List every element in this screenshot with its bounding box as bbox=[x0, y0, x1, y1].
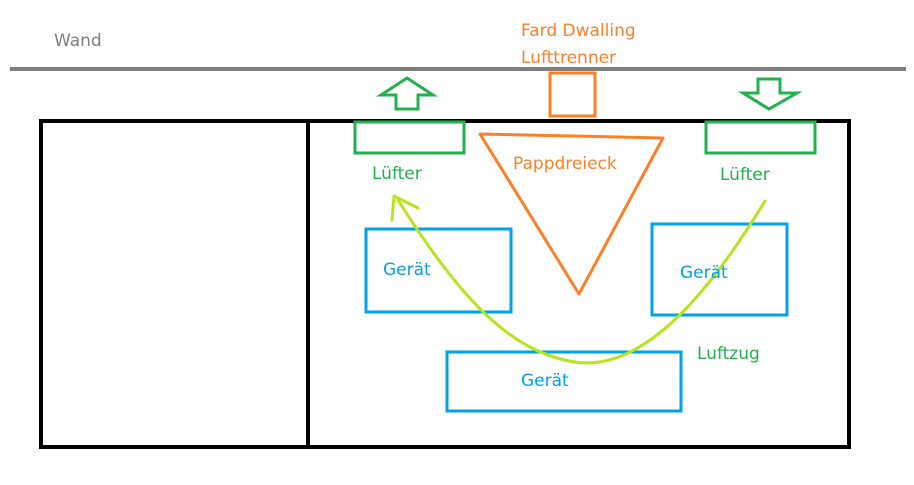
separator-label-line1: Fard Dwalling bbox=[521, 21, 636, 41]
device-label-right: Gerät bbox=[680, 263, 728, 283]
fan-right bbox=[704, 120, 817, 155]
fan-right-label: Lüfter bbox=[720, 165, 770, 185]
fan-left bbox=[353, 120, 466, 155]
arrow-up-icon bbox=[375, 76, 439, 111]
device-label-left: Gerät bbox=[383, 260, 431, 280]
arrow-down-icon bbox=[737, 77, 803, 111]
wall-label: Wand bbox=[54, 31, 102, 51]
air-separator-box bbox=[548, 71, 597, 118]
airflow-label: Luftzug bbox=[697, 344, 760, 364]
airflow-curve bbox=[396, 198, 767, 365]
separator-label-line2: Lufttrenner bbox=[521, 48, 617, 68]
device-box-left bbox=[364, 227, 513, 314]
triangle-label: Pappdreieck bbox=[513, 154, 617, 174]
cardboard-triangle bbox=[478, 132, 665, 296]
device-box-right bbox=[650, 222, 789, 317]
device-box-bottom bbox=[445, 350, 683, 413]
fan-left-label: Lüfter bbox=[372, 164, 422, 184]
device-label-bottom: Gerät bbox=[521, 371, 569, 391]
airflow-arrow-icon bbox=[390, 194, 420, 222]
